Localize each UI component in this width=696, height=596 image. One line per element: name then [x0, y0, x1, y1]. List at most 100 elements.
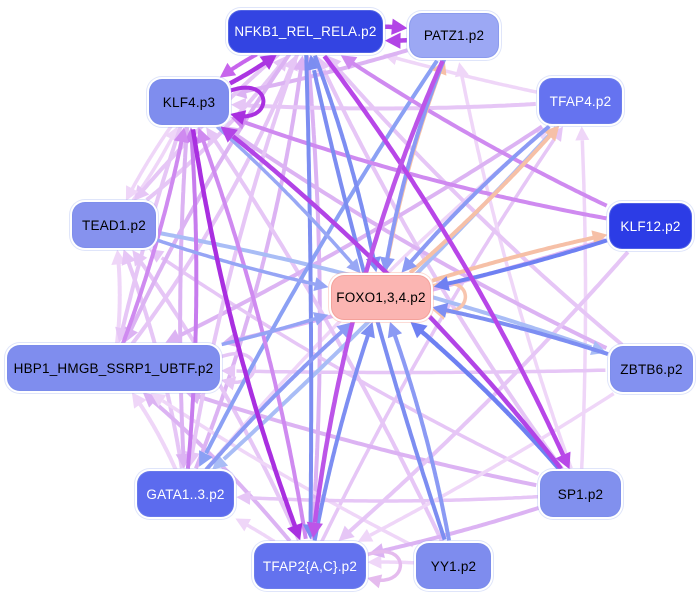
- arrowhead-icon: [235, 518, 251, 532]
- edge-zbtb6-foxo: [432, 302, 609, 356]
- arrowhead-icon: [313, 277, 329, 291]
- node-label: GATA1..3.p2: [146, 486, 225, 502]
- edge-hbp1-klf4: [120, 127, 189, 345]
- edge-tead-foxo: [156, 238, 329, 291]
- node-nfkb[interactable]: NFKB1_REL_RELA.p2: [228, 10, 383, 53]
- arrowhead-icon: [221, 376, 237, 391]
- arrowhead-icon: [367, 574, 383, 589]
- edge-klf12-foxo: [433, 238, 608, 291]
- arrowhead-icon: [357, 529, 374, 542]
- arrowhead-icon: [410, 321, 428, 339]
- node-label: SP1.p2: [557, 486, 604, 502]
- arrowhead-icon: [306, 521, 323, 539]
- edge-nfkb-klf4: [219, 52, 258, 78]
- node-label: NFKB1_REL_RELA.p2: [234, 24, 377, 39]
- arrowhead-icon: [131, 392, 147, 409]
- arrowhead-icon: [346, 258, 361, 274]
- arrowhead-icon: [287, 522, 303, 541]
- arrowhead-icon: [325, 55, 342, 72]
- arrowhead-icon: [401, 256, 417, 273]
- edge-foxo-tfap4: [408, 125, 560, 275]
- arrowhead-icon: [338, 525, 355, 542]
- edge-zbtb6-tfap2: [357, 392, 615, 542]
- edge-klf4-tead: [125, 125, 173, 201]
- arrowhead-icon: [591, 230, 608, 246]
- arrowhead-icon: [259, 54, 278, 70]
- edge-patz-foxo: [379, 58, 447, 273]
- arrowhead-icon: [384, 32, 401, 49]
- edge-self-tfap2: [363, 549, 403, 589]
- node-label: KLF4.p3: [162, 94, 216, 110]
- edge-yy1-tfap2: [367, 554, 415, 569]
- edge-klf4-foxo: [215, 125, 361, 274]
- edge-klf4-tfap2: [190, 128, 303, 541]
- node-tfap2[interactable]: TFAP2{A,C}.p2: [254, 543, 366, 589]
- edge-tfap2-foxo: [312, 321, 375, 541]
- arrowhead-icon: [150, 393, 167, 407]
- arrowhead-icon: [231, 97, 247, 113]
- edge-yy1-hbp1: [150, 393, 415, 548]
- arrowhead-icon: [196, 127, 211, 145]
- edge-tfap2-gata: [235, 518, 276, 543]
- edge-klf12-nfkb: [340, 55, 608, 208]
- edge-nfkb-patz: [383, 18, 408, 35]
- node-klf4[interactable]: KLF4.p3: [149, 79, 229, 125]
- node-label: PATZ1.p2: [423, 28, 485, 43]
- arrowhead-icon: [165, 329, 183, 343]
- node-label: ZBTB6.p2: [620, 361, 683, 377]
- node-gata[interactable]: GATA1..3.p2: [137, 471, 234, 517]
- node-tead[interactable]: TEAD1.p2: [72, 202, 156, 248]
- edge-self-klf4: [226, 85, 266, 125]
- arrowhead-icon: [575, 126, 590, 141]
- arrowhead-icon: [387, 321, 403, 339]
- node-label: TFAP2{A,C}.p2: [262, 558, 358, 574]
- node-label: TEAD1.p2: [82, 217, 146, 233]
- node-patz[interactable]: PATZ1.p2: [409, 13, 499, 58]
- arrowhead-icon: [125, 185, 139, 201]
- arrowhead-icon: [433, 276, 450, 291]
- edge-klf4-nfkb: [228, 54, 278, 86]
- edge-foxo-klf12: [431, 230, 608, 283]
- arrowhead-icon: [336, 322, 353, 338]
- node-label: FOXO1,3,4.p2: [336, 290, 426, 305]
- node-foxo[interactable]: FOXO1,3,4.p2: [331, 275, 431, 320]
- node-yy1[interactable]: YY1.p2: [416, 543, 491, 589]
- arrowhead-icon: [236, 490, 251, 505]
- edge-tfap4-klf4: [231, 97, 536, 113]
- arrowhead-icon: [212, 454, 229, 470]
- arrowhead-icon: [206, 127, 221, 144]
- edge-patz-gata: [199, 59, 439, 467]
- node-label: HBP1_HMGB_SSRP1_UBTF.p2: [13, 360, 214, 376]
- arrowhead-icon: [221, 364, 236, 378]
- arrowhead-icon: [165, 126, 178, 142]
- edge-gata-hbp1: [131, 392, 178, 471]
- arrowhead-icon: [219, 62, 237, 78]
- arrowhead-icon: [555, 451, 571, 470]
- arrowhead-icon: [391, 18, 408, 35]
- arrowhead-icon: [360, 321, 375, 339]
- arrowhead-icon: [379, 256, 395, 273]
- node-tfap4[interactable]: TFAP4.p2: [539, 78, 622, 124]
- node-klf12[interactable]: KLF12.p2: [609, 203, 692, 249]
- edge-tfap2-klf4: [196, 127, 308, 540]
- arrowhead-icon: [312, 312, 329, 326]
- node-label: TFAP4.p2: [549, 93, 612, 109]
- arrowhead-icon: [432, 302, 449, 318]
- edge-tfap4-hbp1: [165, 124, 544, 343]
- node-zbtb6[interactable]: ZBTB6.p2: [610, 346, 693, 392]
- node-sp1[interactable]: SP1.p2: [540, 471, 621, 517]
- edge-zbtb6-nfkb: [325, 55, 624, 347]
- arrowhead-icon: [367, 554, 382, 569]
- edge-yy1-foxo: [387, 321, 451, 541]
- node-label: YY1.p2: [430, 558, 477, 574]
- arrowhead-icon: [173, 127, 189, 144]
- node-label: KLF12.p2: [620, 218, 681, 234]
- edge-nfkb-sp1: [322, 54, 571, 470]
- edge-sp1-foxo: [410, 321, 562, 471]
- arrowhead-icon: [230, 110, 247, 125]
- node-hbp1[interactable]: HBP1_HMGB_SSRP1_UBTF.p2: [7, 345, 220, 391]
- arrowhead-icon: [543, 125, 560, 142]
- arrowhead-icon: [133, 184, 150, 201]
